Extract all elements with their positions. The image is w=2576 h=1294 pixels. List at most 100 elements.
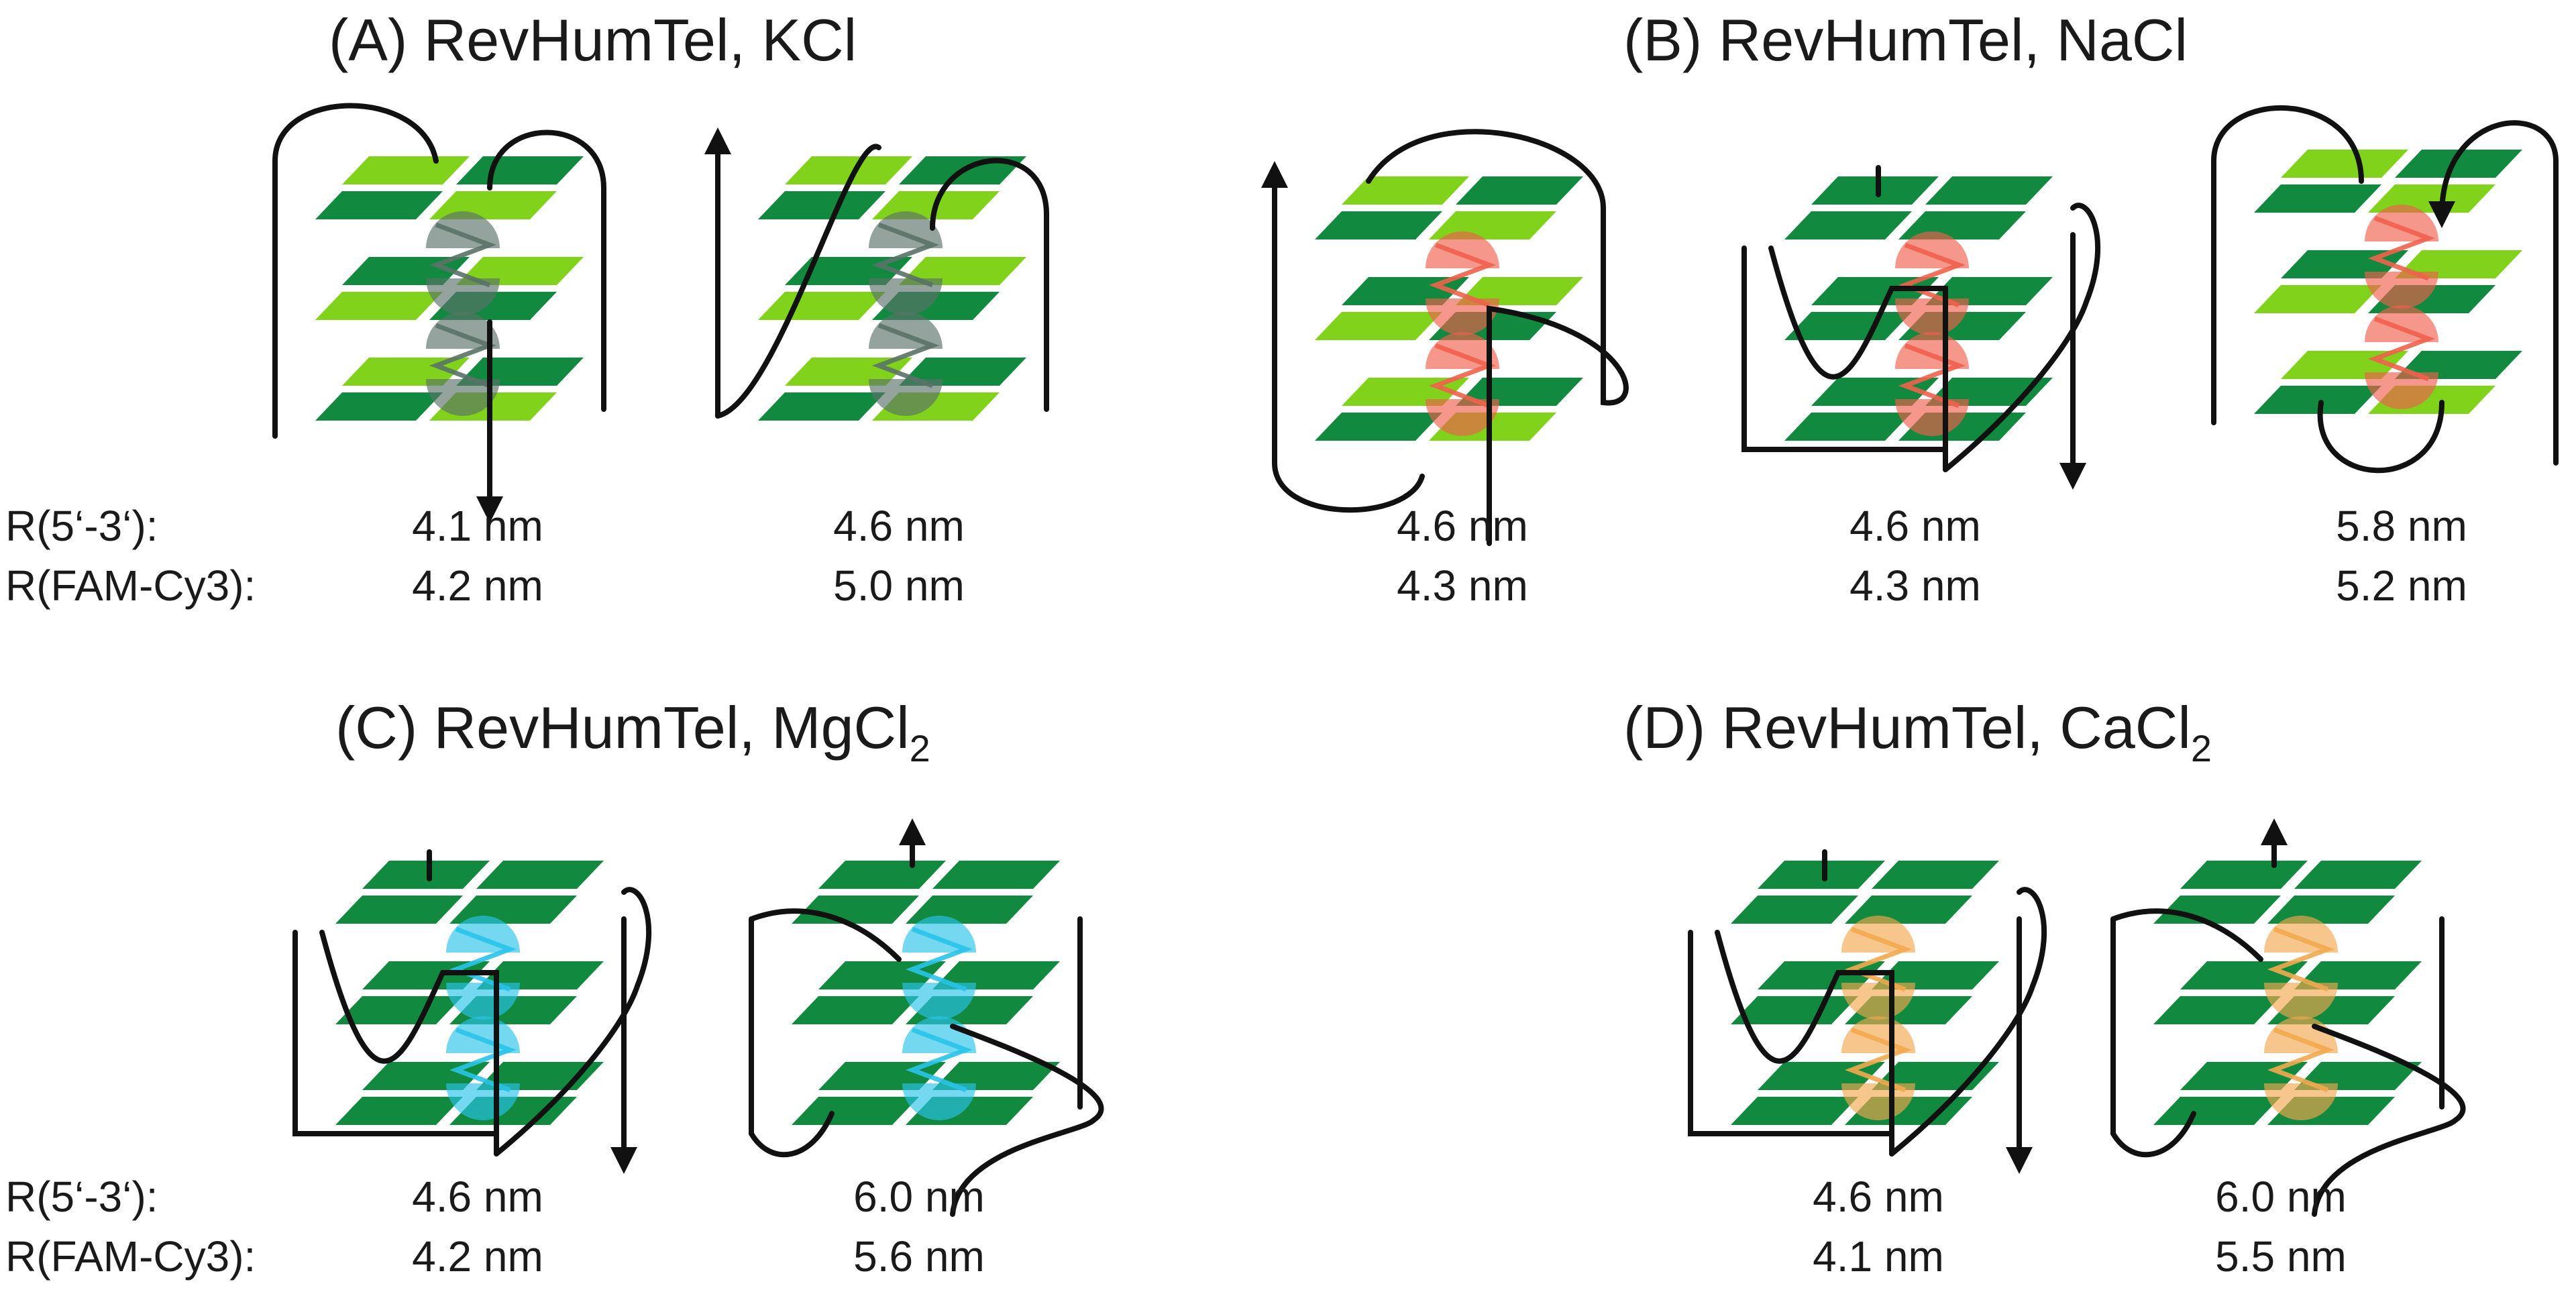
guanine-tile [758, 392, 885, 421]
guanine-tile [1784, 211, 1912, 239]
cation-zigzag [906, 926, 973, 992]
guanine-tile [2294, 961, 2422, 989]
guanine-tile [1731, 1097, 1858, 1125]
a1-r53-value: 4.1 nm [412, 502, 543, 550]
cation-icon [2264, 983, 2338, 1020]
guanine-tile [1758, 861, 1885, 889]
cation-icon [426, 211, 500, 248]
structure-c-2 [749, 818, 1104, 1217]
guanine-tile [1731, 896, 1858, 924]
cation-icon [2365, 272, 2438, 309]
guanine-tile [785, 156, 912, 184]
panel-a-title: (A) RevHumTel, KCl [329, 7, 857, 73]
cation-zigzag [2368, 215, 2435, 281]
dna-strand [749, 908, 902, 962]
dna-strand [2211, 105, 2364, 425]
structure-d-1 [1688, 849, 2047, 1174]
c2-r53-value: 6.0 nm [853, 1173, 985, 1221]
cation-zigzag [2368, 316, 2435, 382]
cation-zigzag [1429, 242, 1496, 308]
d1-r53-value: 4.6 nm [1813, 1173, 1944, 1221]
dna-strand [2110, 908, 2263, 962]
guanine-tile [1342, 176, 1469, 205]
guanine-tile [1456, 176, 1583, 205]
cation-zigzag [449, 926, 517, 992]
cation-zigzag [1429, 343, 1496, 409]
guanine-tile [818, 861, 946, 889]
dna-strand [1688, 930, 1894, 1136]
cation-icon [1895, 231, 1969, 268]
structure-b-3 [2211, 105, 2559, 474]
guanine-tile [2153, 996, 2281, 1024]
cation-zigzag [872, 323, 939, 388]
cation-icon [446, 916, 520, 953]
guanine-tile [476, 961, 604, 989]
cation-icon [1841, 916, 1915, 953]
cation-icon [869, 211, 943, 248]
guanine-tile [1872, 861, 1999, 889]
guanine-tile [1811, 176, 1939, 205]
cation-zigzag [449, 1027, 517, 1093]
dna-strand [1741, 246, 1948, 452]
cation-icon [1841, 1083, 1915, 1120]
guanine-tile [335, 1097, 463, 1125]
guanine-tile [2254, 386, 2381, 414]
rfc-label-top: R(FAM-Cy3): [5, 561, 256, 610]
cation-icon [1426, 231, 1499, 268]
guanine-tile [2180, 861, 2308, 889]
cation-icon [2264, 1083, 2338, 1120]
guanine-tile [1315, 211, 1442, 239]
guanine-tile [2153, 1097, 2281, 1125]
cation-icon [1841, 983, 1915, 1020]
dna-strand [1487, 205, 1629, 546]
guanine-tile [315, 191, 443, 219]
guanine-tile [362, 861, 490, 889]
guanine-tile [2395, 250, 2522, 278]
dna-strand [930, 158, 1049, 412]
guanine-tile [1925, 176, 2053, 205]
cation-icon [869, 312, 943, 349]
cation-zigzag [429, 222, 496, 288]
guanine-tile [342, 156, 470, 184]
b3-rfc-value: 5.2 nm [2336, 561, 2467, 610]
guanine-tile [2294, 1062, 2422, 1090]
cation-icon [446, 983, 520, 1020]
cation-icon [869, 379, 943, 416]
dna-strand [1943, 203, 2101, 472]
cation-zigzag [1898, 343, 1966, 409]
cation-zigzag [1845, 926, 1912, 992]
guanine-tile [2254, 285, 2381, 313]
guanine-tile [456, 257, 584, 285]
dna-strand [2312, 1024, 2466, 1217]
b3-r53-value: 5.8 nm [2336, 502, 2467, 550]
a2-r53-value: 4.6 nm [833, 502, 965, 550]
guanine-tile [2294, 861, 2422, 889]
r53-label-bottom: R(5‘-3‘): [5, 1173, 158, 1221]
cation-icon [2365, 205, 2438, 241]
guanine-tile [792, 996, 919, 1024]
cation-icon [1841, 1016, 1915, 1053]
dna-strand [1715, 930, 1894, 1156]
cation-icon [2264, 916, 2338, 953]
cation-zigzag [872, 222, 939, 288]
panel-d-title: (D) RevHumTel, CaCl2 [1623, 694, 2212, 769]
panel-b-title: (B) RevHumTel, NaCl [1623, 7, 2188, 73]
d1-rfc-value: 4.1 nm [1813, 1232, 1944, 1281]
guanine-tile [456, 156, 584, 184]
guanine-tile [1731, 996, 1858, 1024]
cation-icon [426, 312, 500, 349]
guanine-tile [2281, 150, 2408, 178]
guanine-tile [315, 292, 443, 320]
cation-icon [902, 916, 976, 953]
guanine-tile [792, 1097, 919, 1125]
structure-a-2 [704, 127, 1049, 421]
guanine-tile [2395, 351, 2522, 379]
cation-icon [1426, 332, 1499, 369]
dna-strand [1768, 246, 1948, 472]
b2-rfc-value: 4.3 nm [1849, 561, 1981, 610]
d2-r53-value: 6.0 nm [2215, 1173, 2347, 1221]
cation-icon [902, 983, 976, 1020]
cation-icon [426, 379, 500, 416]
b2-r53-value: 4.6 nm [1849, 502, 1981, 550]
